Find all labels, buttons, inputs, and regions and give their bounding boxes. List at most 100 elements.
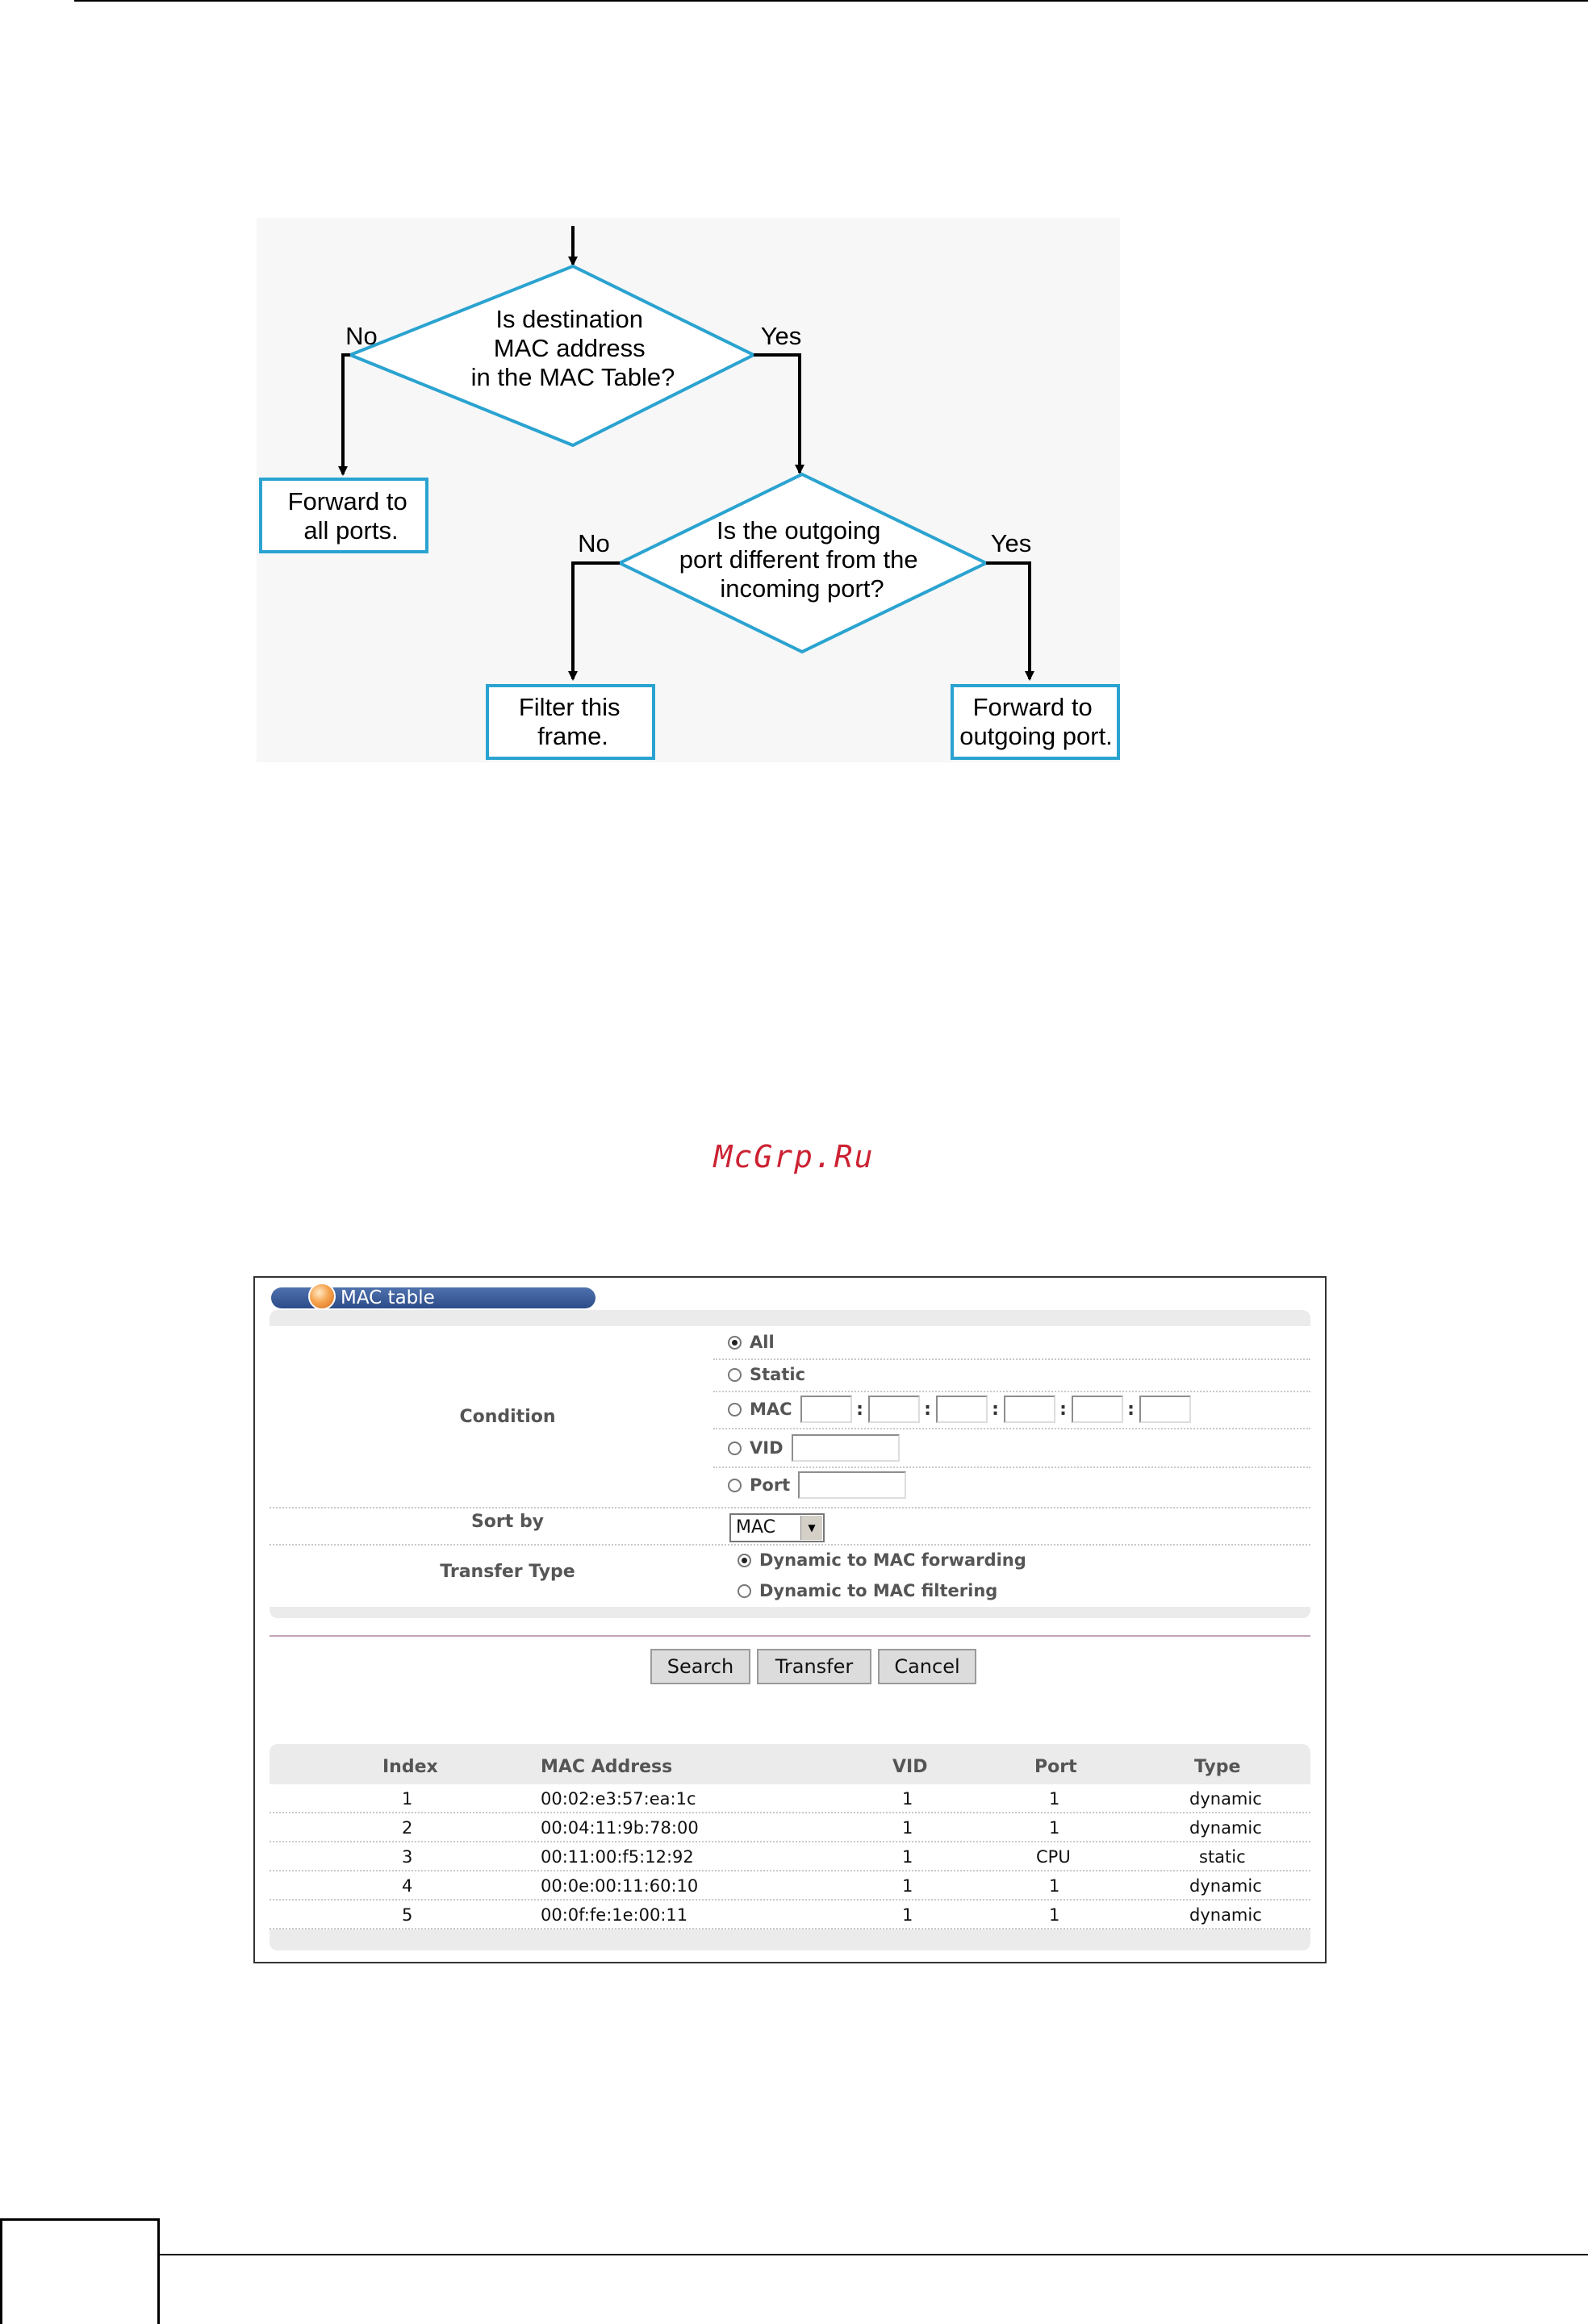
column-header-vid: VID <box>892 1757 928 1777</box>
cell-mac-address: 00:02:e3:57:ea:1c <box>541 1789 696 1809</box>
arrow-yes-2 <box>986 561 1034 681</box>
cell-port: 1 <box>1049 1905 1060 1925</box>
radio-vid[interactable] <box>728 1441 742 1455</box>
cell-type: dynamic <box>1189 1818 1262 1838</box>
table-row: 1 00:02:e3:57:ea:1c 1 1 dynamic <box>270 1784 1310 1813</box>
label-yes-1: Yes <box>761 322 802 350</box>
label-no-1: No <box>345 322 378 350</box>
sort-by-value: MAC <box>736 1517 776 1538</box>
form-divider <box>270 1635 1310 1637</box>
cancel-button[interactable]: Cancel <box>878 1649 976 1684</box>
mac-octet-3-input[interactable] <box>935 1396 988 1423</box>
condition-vid-label: VID <box>750 1438 784 1458</box>
search-button[interactable]: Search <box>650 1649 750 1684</box>
cell-mac-address: 00:04:11:9b:78:00 <box>541 1818 699 1838</box>
box-filter-text: Filter this frame. <box>519 693 627 750</box>
cell-vid: 1 <box>902 1789 913 1809</box>
decision-mac-in-table <box>345 264 758 448</box>
column-header-mac-address: MAC Address <box>541 1757 673 1777</box>
mac-address-table: Index MAC Address VID Port Type 1 00:02:… <box>270 1744 1310 1951</box>
mac-octet-5-input[interactable] <box>1071 1396 1123 1423</box>
mac-separator: : <box>1127 1399 1135 1420</box>
mac-octet-2-input[interactable] <box>867 1396 920 1423</box>
condition-static-label: Static <box>750 1365 806 1384</box>
transfer-type-label: Transfer Type <box>440 1562 575 1582</box>
mac-table-screen: MAC table Condition All Static MAC : : <box>253 1276 1327 1963</box>
mac-separator: : <box>992 1399 999 1420</box>
radio-mac[interactable] <box>728 1402 742 1417</box>
cell-index: 5 <box>402 1905 413 1925</box>
decision1-line1: Is destination <box>495 305 643 333</box>
footer-rule <box>160 2254 1588 2255</box>
radio-dynamic-filtering[interactable] <box>738 1583 751 1598</box>
column-header-type: Type <box>1194 1757 1241 1777</box>
arrow-no-1 <box>338 353 350 476</box>
chevron-down-icon[interactable]: ▼ <box>800 1516 822 1540</box>
decision2-text: Is the outgoing port different from the … <box>679 516 925 603</box>
vid-input[interactable] <box>791 1434 900 1462</box>
table-row: 2 00:04:11:9b:78:00 1 1 dynamic <box>270 1813 1310 1842</box>
condition-label: Condition <box>459 1407 556 1427</box>
orb-icon <box>308 1283 336 1310</box>
cell-port: 1 <box>1049 1818 1060 1838</box>
cell-vid: 1 <box>902 1905 913 1925</box>
page-number-box <box>0 2218 160 2324</box>
cell-index: 1 <box>402 1789 413 1809</box>
arrow-yes-1 <box>754 353 804 474</box>
cell-mac-address: 00:11:00:f5:12:92 <box>541 1847 694 1867</box>
row-separator <box>270 1544 1310 1546</box>
radio-dynamic-forwarding[interactable] <box>738 1553 751 1567</box>
label-no-2: No <box>578 529 610 557</box>
cell-port: CPU <box>1036 1847 1071 1867</box>
port-input[interactable] <box>798 1471 907 1499</box>
column-header-index: Index <box>382 1757 438 1777</box>
cell-port: 1 <box>1049 1789 1060 1809</box>
box-forward-out-text: Forward to outgoing port. <box>959 693 1113 750</box>
transfer-forwarding-option[interactable]: Dynamic to MAC forwarding <box>738 1550 1026 1570</box>
box-filter <box>486 684 655 760</box>
sort-by-select[interactable]: MAC ▼ <box>729 1513 825 1542</box>
mac-octet-1-input[interactable] <box>800 1396 852 1423</box>
transfer-filtering-label: Dynamic to MAC filtering <box>759 1581 998 1600</box>
cell-mac-address: 00:0e:00:11:60:10 <box>541 1876 699 1896</box>
row-separator <box>270 1507 1310 1508</box>
transfer-filtering-option[interactable]: Dynamic to MAC filtering <box>738 1581 997 1600</box>
cell-vid: 1 <box>902 1818 913 1838</box>
condition-all-label: All <box>750 1333 775 1352</box>
cell-vid: 1 <box>902 1847 913 1867</box>
search-form-body: Condition All Static MAC : : : <box>270 1326 1310 1607</box>
radio-all[interactable] <box>728 1335 742 1350</box>
row-separator <box>713 1467 1310 1468</box>
mac-separator: : <box>856 1399 863 1420</box>
mac-octet-4-input[interactable] <box>1003 1396 1055 1423</box>
box-forward-outgoing <box>951 684 1120 760</box>
row-separator <box>713 1358 1310 1360</box>
box-forward-all-text: Forward to all ports. <box>288 487 415 544</box>
mac-forwarding-flowchart: Is destination MAC address in the MAC Ta… <box>257 218 1120 762</box>
cell-type: dynamic <box>1189 1789 1262 1809</box>
table-row: 4 00:0e:00:11:60:10 1 1 dynamic <box>270 1871 1310 1901</box>
condition-static-option[interactable]: Static <box>728 1365 805 1384</box>
mac-separator: : <box>924 1399 931 1420</box>
decision1-text: Is destination MAC address in the MAC Ta… <box>471 305 675 391</box>
transfer-button[interactable]: Transfer <box>757 1649 871 1684</box>
arrow-no-2 <box>568 561 620 681</box>
radio-port[interactable] <box>728 1478 742 1492</box>
table-row: 3 00:11:00:f5:12:92 1 CPU static <box>270 1842 1310 1871</box>
cell-type: dynamic <box>1189 1876 1262 1896</box>
cell-index: 2 <box>402 1818 413 1838</box>
condition-all-option[interactable]: All <box>728 1333 775 1352</box>
radio-static[interactable] <box>728 1367 742 1382</box>
condition-port-option[interactable]: Port <box>728 1471 907 1499</box>
header-rule <box>74 0 1588 2</box>
cell-mac-address: 00:0f:fe:1e:00:11 <box>541 1905 688 1925</box>
condition-mac-option[interactable]: MAC : : : : : <box>728 1396 1191 1423</box>
decision1-line2: MAC address <box>494 334 646 362</box>
cell-index: 3 <box>402 1847 413 1867</box>
condition-vid-option[interactable]: VID <box>728 1434 900 1462</box>
mac-table-title: MAC table <box>341 1287 435 1308</box>
mac-octet-6-input[interactable] <box>1139 1396 1191 1423</box>
row-separator <box>713 1428 1310 1429</box>
mac-separator: : <box>1059 1399 1067 1420</box>
condition-port-label: Port <box>750 1475 791 1495</box>
